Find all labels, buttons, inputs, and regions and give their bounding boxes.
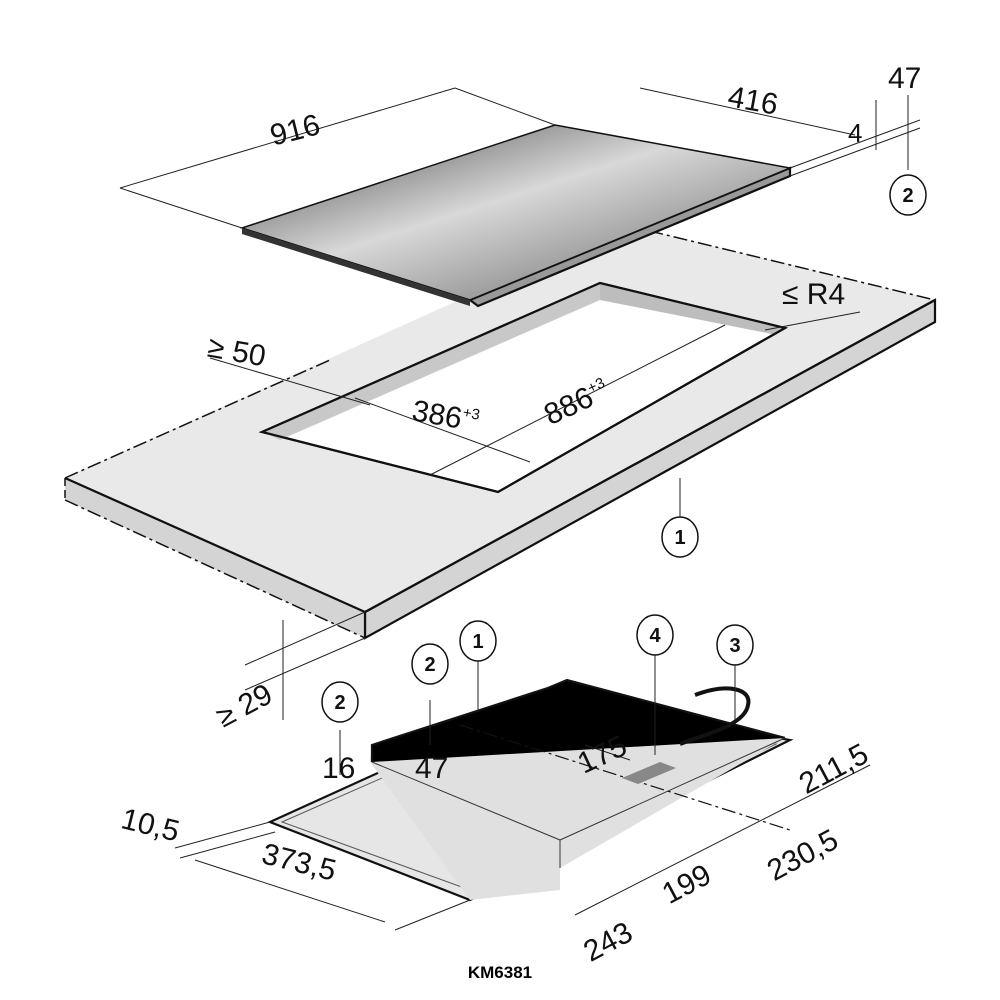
dim-corner-radius: ≤ R4	[782, 278, 845, 311]
dim-10-5: 10,5	[118, 802, 183, 848]
callout-2-top: 2	[889, 174, 927, 216]
svg-text:1: 1	[472, 631, 483, 653]
callout-3: 3	[716, 624, 754, 666]
dim-min-worktop: ≥ 29	[211, 678, 278, 734]
dimension-lines	[119, 87, 921, 720]
dim-243: 243	[578, 916, 638, 969]
svg-text:2: 2	[334, 692, 345, 714]
svg-text:2: 2	[424, 654, 435, 676]
dim-199: 199	[657, 858, 717, 911]
bottom-dimension-lines	[174, 655, 871, 931]
cooktop-glass	[239, 124, 793, 308]
dim-211-5: 211,5	[794, 738, 874, 801]
svg-text:3: 3	[729, 635, 740, 657]
dim-width: 916	[267, 108, 324, 152]
dim-height: 47	[888, 62, 921, 95]
callout-1-base: 1	[459, 620, 497, 662]
svg-text:4: 4	[649, 625, 661, 647]
cooktop-base-unit	[267, 678, 794, 902]
callout-4: 4	[636, 614, 674, 656]
callout-2-mid: 2	[411, 643, 449, 685]
dim-base-47: 47	[415, 752, 448, 785]
dim-base-16: 16	[322, 752, 355, 785]
callout-1-worktop: 1	[661, 516, 699, 558]
callout-2-left: 2	[321, 681, 359, 723]
dim-depth: 416	[725, 80, 780, 121]
cutout	[258, 281, 788, 494]
dim-230-5: 230,5	[762, 823, 844, 887]
model-caption: KM6381	[467, 963, 533, 982]
dim-glass-thickness: 4	[848, 118, 862, 148]
svg-text:2: 2	[902, 185, 913, 207]
svg-text:1: 1	[674, 527, 685, 549]
dim-min-edge: ≥ 50	[205, 331, 268, 374]
